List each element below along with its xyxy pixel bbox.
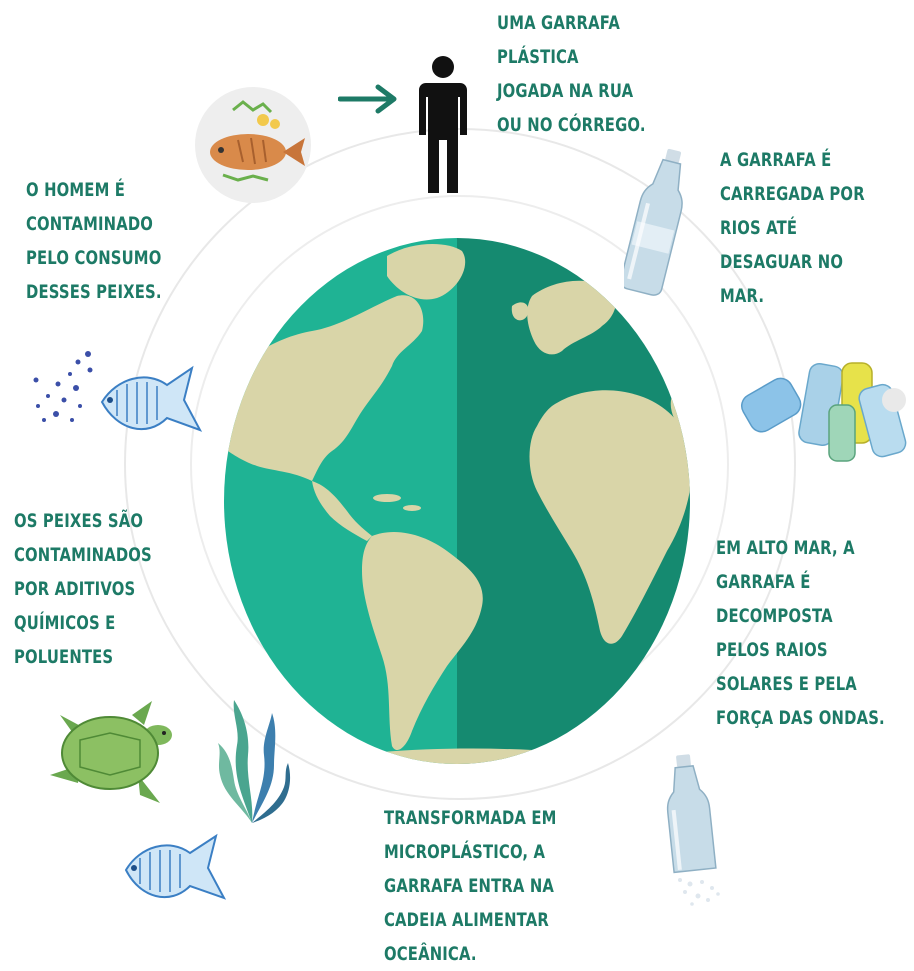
step3-line: GARRAFA É bbox=[716, 571, 811, 593]
step6-caption: O HOMEM É CONTAMINADO PELO CONSUMO DESSE… bbox=[26, 173, 162, 309]
step5-caption: OS PEIXES SÃO CONTAMINADOS POR ADITIVOS … bbox=[14, 504, 152, 674]
step3-line: SOLARES E PELA bbox=[716, 673, 857, 695]
step2-caption: A GARRAFA É CARREGADA POR RIOS ATÉ DESAG… bbox=[720, 143, 865, 313]
turtle-icon bbox=[50, 701, 172, 803]
step5-line: POR ADITIVOS bbox=[14, 578, 136, 600]
globe-icon bbox=[224, 238, 690, 764]
step4-line: MICROPLÁSTICO, A bbox=[384, 841, 546, 863]
fish-plate-icon bbox=[195, 87, 311, 203]
step3-line: DECOMPOSTA bbox=[716, 605, 833, 627]
step4-caption: TRANSFORMADA EM MICROPLÁSTICO, A GARRAFA… bbox=[384, 801, 557, 971]
step6-line: DESSES PEIXES. bbox=[26, 281, 162, 303]
bottle-icon bbox=[624, 148, 683, 296]
fish-icon bbox=[100, 365, 203, 432]
step2-line: MAR. bbox=[720, 285, 765, 307]
step2-line: DESAGUAR NO bbox=[720, 251, 844, 273]
step4-line: TRANSFORMADA EM bbox=[384, 807, 557, 829]
arrow-right-icon bbox=[338, 84, 397, 114]
step5-line: OS PEIXES SÃO bbox=[14, 510, 144, 532]
step4-line: CADEIA ALIMENTAR bbox=[384, 909, 549, 931]
step2-line: CARREGADA POR bbox=[720, 183, 865, 205]
broken-bottle-icon bbox=[666, 754, 720, 906]
step1-line: JOGADA NA RUA bbox=[497, 80, 634, 102]
step3-line: PELOS RAIOS bbox=[716, 639, 828, 661]
step4-line: OCEÂNICA. bbox=[384, 943, 477, 965]
step5-line: POLUENTES bbox=[14, 646, 114, 668]
seaweed-icon bbox=[218, 700, 291, 823]
step5-line: CONTAMINADOS bbox=[14, 544, 152, 566]
step2-line: A GARRAFA É bbox=[720, 149, 832, 171]
step3-caption: EM ALTO MAR, A GARRAFA É DECOMPOSTA PELO… bbox=[716, 531, 885, 735]
step1-line: UMA GARRAFA bbox=[497, 12, 620, 34]
step1-line: OU NO CÓRREGO. bbox=[497, 114, 646, 136]
step1-caption: UMA GARRAFA PLÁSTICA JOGADA NA RUA OU NO… bbox=[497, 6, 646, 142]
microplastic-dots-icon bbox=[33, 351, 93, 422]
step6-line: PELO CONSUMO bbox=[26, 247, 162, 269]
step1-line: PLÁSTICA bbox=[497, 46, 579, 68]
step4-line: GARRAFA ENTRA NA bbox=[384, 875, 555, 897]
step3-line: EM ALTO MAR, A bbox=[716, 537, 855, 559]
step6-line: O HOMEM É bbox=[26, 179, 126, 201]
step2-line: RIOS ATÉ bbox=[720, 217, 798, 239]
step3-line: FORÇA DAS ONDAS. bbox=[716, 707, 885, 729]
person-icon bbox=[419, 56, 467, 193]
fish-icon bbox=[124, 833, 227, 900]
bottle-pile-icon bbox=[740, 362, 907, 462]
step5-line: QUÍMICOS E bbox=[14, 612, 116, 634]
step6-line: CONTAMINADO bbox=[26, 213, 154, 235]
